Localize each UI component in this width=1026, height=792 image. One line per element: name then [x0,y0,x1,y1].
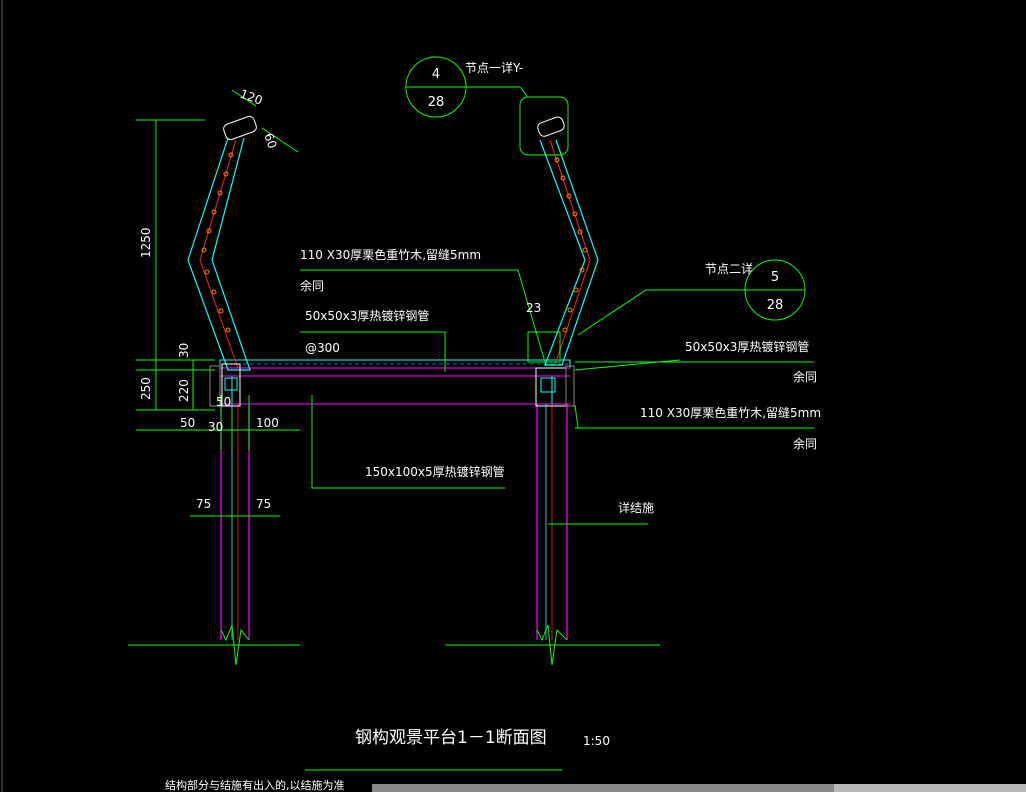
note-joist-spacing: @300 [305,341,340,355]
right-column [445,404,660,666]
right-end-detail [527,331,575,407]
left-column [128,404,300,666]
note-right-joist: 50x50x3厚热镀锌钢管 [685,339,809,354]
dimension-lines [136,89,300,517]
note-right-deck-same: 余同 [793,436,817,451]
node2-label: 节点二详 [705,261,753,276]
node1-callout: 4 28 节点一详Y- [405,56,529,118]
note-beam: 150x100x5厚热镀锌钢管 [365,464,505,479]
dimension-texts: 120 60 1250 30 250 220 50 50 30 100 75 7… [139,87,541,511]
note-joist: 50x50x3厚热镀锌钢管 [305,308,429,323]
dim-75-left: 75 [196,497,211,511]
dim-50-top: 50 [216,395,231,409]
node1-num: 4 [432,67,440,82]
node2-callout: 5 28 节点二详 [577,259,806,336]
leader-lines [300,269,814,771]
dim-1250: 1250 [139,227,153,258]
title-block: 钢构观景平台1－1断面图 1:50 结构部分与结施有出入的,以结施为准 [165,728,610,792]
node1-label: 节点一详Y- [465,60,523,75]
dim-30: 30 [177,343,191,358]
dim-50: 50 [180,416,195,430]
dim-220: 220 [177,379,191,402]
drawing-scale: 1:50 [583,734,610,748]
annotations: 110 X30厚栗色重竹木,留缝5mm 余同 50x50x3厚热镀锌钢管 @30… [300,247,821,515]
node2-num: 5 [771,270,779,285]
dim-23: 23 [526,301,541,315]
right-railing [519,96,599,366]
note-right-deck: 110 X30厚栗色重竹木,留缝5mm [640,405,821,420]
dim-30-bottom: 30 [208,420,223,434]
note-see-struct: 详结施 [618,500,654,515]
dim-120: 120 [238,87,264,108]
horizontal-scrollbar[interactable] [372,784,834,792]
dim-60: 60 [261,131,279,150]
node1-sheet: 28 [428,95,445,110]
note-deck-same: 余同 [300,278,324,293]
left-end-detail [209,363,241,407]
dim-250: 250 [139,377,153,400]
platform-deck [219,359,571,405]
dim-75-right: 75 [256,497,271,511]
node2-sheet: 28 [767,298,784,313]
left-railing [187,115,257,371]
drawing-title: 钢构观景平台1－1断面图 [355,728,547,748]
note-right-joist-same: 余同 [793,369,817,384]
footnote: 结构部分与结施有出入的,以结施为准 [165,778,345,792]
dim-100: 100 [256,416,279,430]
note-deck: 110 X30厚栗色重竹木,留缝5mm [300,247,481,262]
scrollbar-thumb[interactable] [834,784,1026,792]
